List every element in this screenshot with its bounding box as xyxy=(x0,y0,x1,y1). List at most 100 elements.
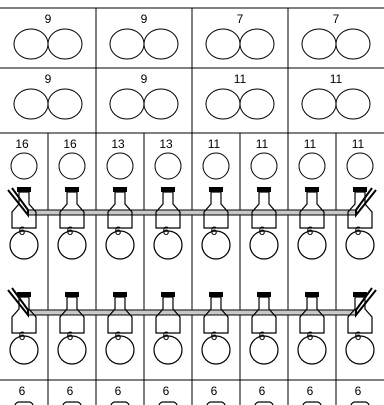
cell: 11 xyxy=(251,137,277,179)
cell-count-label: 11 xyxy=(330,72,343,86)
cell: 6 xyxy=(202,292,230,364)
circle-icon xyxy=(240,89,274,119)
circle-icon xyxy=(336,29,370,59)
cell-count-label: 6 xyxy=(163,384,170,398)
cell: 6 xyxy=(298,187,326,259)
cell-count-label: 6 xyxy=(259,384,266,398)
bottle-cap-icon xyxy=(209,292,223,297)
shelf-rail xyxy=(28,210,356,215)
cell: 9 xyxy=(14,72,82,119)
cell: 7 xyxy=(302,12,370,59)
cell: 6 xyxy=(250,292,278,364)
cell: 6 xyxy=(202,187,230,259)
cell: 6 xyxy=(303,384,321,405)
circle-icon xyxy=(110,89,144,119)
cell: 16 xyxy=(11,137,37,179)
bottle-cap-icon xyxy=(305,187,319,192)
cell-count-label: 6 xyxy=(211,384,218,398)
cell-count-label: 9 xyxy=(45,12,52,26)
cell: 6 xyxy=(255,384,273,405)
cell: 6 xyxy=(58,292,86,364)
circle-icon xyxy=(14,89,48,119)
circle-icon xyxy=(336,89,370,119)
cell: 6 xyxy=(106,292,134,364)
cell: 6 xyxy=(298,292,326,364)
cell: 13 xyxy=(155,137,181,179)
cell-count-label: 7 xyxy=(333,12,340,26)
bottle-cap-icon xyxy=(353,292,367,297)
circle-icon xyxy=(206,89,240,119)
circle-icon xyxy=(144,29,178,59)
cell: 9 xyxy=(110,72,178,119)
cell-count-label: 16 xyxy=(63,137,77,151)
cell: 6 xyxy=(63,384,81,405)
cell-count-label: 9 xyxy=(141,12,148,26)
bottle-cap-icon xyxy=(353,187,367,192)
bottle-cap-icon xyxy=(65,292,79,297)
circle-icon xyxy=(206,29,240,59)
cell-count-label: 9 xyxy=(45,72,52,86)
grid-lines xyxy=(0,8,384,405)
circle-icon xyxy=(107,153,133,179)
cell-count-label: 13 xyxy=(111,137,125,151)
cell-count-label: 11 xyxy=(256,137,269,151)
cell: 6 xyxy=(106,187,134,259)
circle-icon xyxy=(59,153,85,179)
circle-icon xyxy=(155,153,181,179)
shelf-rail xyxy=(28,310,356,315)
cell-count-label: 9 xyxy=(141,72,148,86)
cell: 6 xyxy=(159,384,177,405)
circle-icon xyxy=(48,29,82,59)
bottle-cap-icon xyxy=(209,187,223,192)
cell: 11 xyxy=(302,72,370,119)
cell: 6 xyxy=(111,384,129,405)
cell: 9 xyxy=(110,12,178,59)
cell-count-label: 6 xyxy=(307,384,314,398)
bottle-cap-icon xyxy=(257,292,271,297)
circle-icon xyxy=(203,153,229,179)
circle-icon xyxy=(14,29,48,59)
cell: 13 xyxy=(107,137,133,179)
circle-icon xyxy=(48,89,82,119)
circle-icon xyxy=(251,153,277,179)
cell-count-label: 11 xyxy=(352,137,365,151)
cell-count-label: 11 xyxy=(304,137,317,151)
bottle-cap-icon xyxy=(65,187,79,192)
circle-icon xyxy=(110,29,144,59)
cell-count-label: 6 xyxy=(355,384,362,398)
cell: 6 xyxy=(58,187,86,259)
circle-icon xyxy=(302,29,336,59)
cell-count-label: 6 xyxy=(19,384,26,398)
cell: 6 xyxy=(15,384,33,405)
cell-count-label: 13 xyxy=(159,137,173,151)
cell: 11 xyxy=(206,72,274,119)
bottle-cap-icon xyxy=(113,292,127,297)
circle-icon xyxy=(11,153,37,179)
cell: 11 xyxy=(299,137,325,179)
bottle-cap-icon xyxy=(257,187,271,192)
cell: 11 xyxy=(347,137,373,179)
cell: 7 xyxy=(206,12,274,59)
cell: 6 xyxy=(207,384,225,405)
circle-icon xyxy=(299,153,325,179)
cell-count-label: 16 xyxy=(15,137,29,151)
cell-count-label: 11 xyxy=(208,137,221,151)
circle-icon xyxy=(240,29,274,59)
cell-count-label: 6 xyxy=(67,384,74,398)
bottle-cap-icon xyxy=(17,187,31,192)
cell-count-label: 11 xyxy=(234,72,247,86)
bottle-cap-icon xyxy=(161,292,175,297)
cell: 16 xyxy=(59,137,85,179)
bottle-cap-icon xyxy=(17,292,31,297)
circle-icon xyxy=(144,89,178,119)
bottle-cap-icon xyxy=(161,187,175,192)
cell: 6 xyxy=(154,187,182,259)
cell: 6 xyxy=(351,384,369,405)
cell: 6 xyxy=(154,292,182,364)
cell-count-label: 6 xyxy=(115,384,122,398)
circle-icon xyxy=(347,153,373,179)
cell: 9 xyxy=(14,12,82,59)
bottle-cap-icon xyxy=(113,187,127,192)
cell: 11 xyxy=(203,137,229,179)
